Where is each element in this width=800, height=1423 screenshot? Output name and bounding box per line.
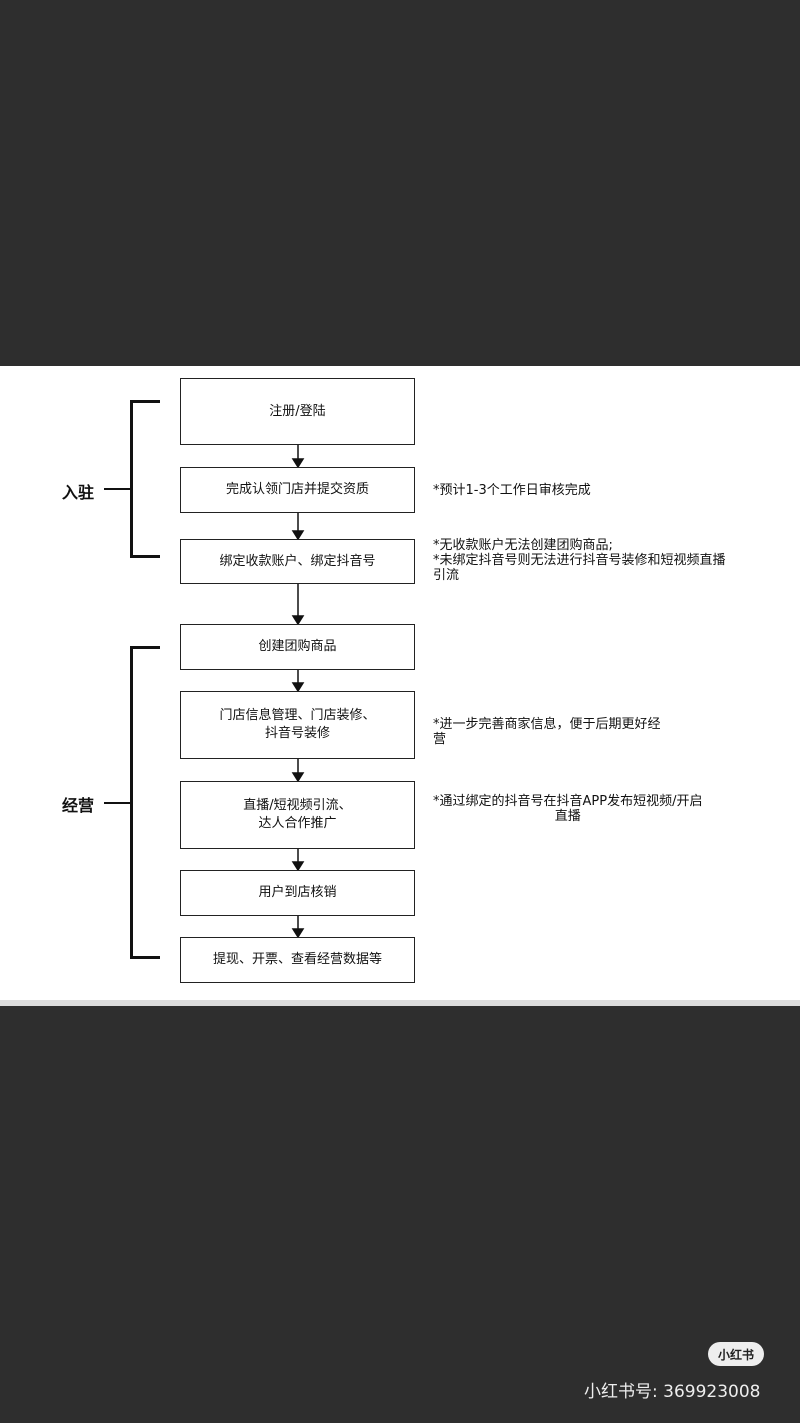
note-publish-video: *通过绑定的抖音号在抖音APP发布短视频/开启 直播 — [433, 794, 703, 824]
note-binding: *无收款账户无法创建团购商品; *未绑定抖音号则无法进行抖音号装修和短视频直播 … — [433, 538, 726, 583]
bracket-onboarding-top — [130, 400, 160, 403]
step-redeem-in-store: 用户到店核销 — [180, 870, 415, 916]
step-bind-accounts: 绑定收款账户、绑定抖音号 — [180, 539, 415, 584]
group-label-onboarding: 入驻 — [62, 483, 95, 502]
xiaohongshu-logo: 小红书 — [708, 1342, 764, 1366]
note-review-time: *预计1-3个工作日审核完成 — [433, 483, 591, 498]
step-register-login: 注册/登陆 — [180, 378, 415, 445]
step-withdraw-invoice: 提现、开票、查看经营数据等 — [180, 937, 415, 983]
arrow-head — [291, 682, 305, 693]
bracket-operation-tick — [104, 802, 131, 804]
arrow-head — [291, 772, 305, 783]
arrow-head — [291, 615, 305, 626]
group-label-operation: 经营 — [62, 796, 95, 815]
bracket-onboarding-tick — [104, 488, 131, 490]
bracket-operation-bottom — [130, 956, 160, 959]
bracket-operation — [130, 646, 133, 959]
sheet-edge — [0, 1000, 800, 1006]
arrow-head — [291, 861, 305, 872]
bracket-onboarding-bottom — [130, 555, 160, 558]
bracket-onboarding — [130, 400, 133, 558]
arrow-head — [291, 928, 305, 939]
note-improve-info: *进一步完善商家信息，便于后期更好经 营 — [433, 717, 661, 747]
account-id: 小红书号: 369923008 — [584, 1382, 761, 1402]
arrows — [291, 444, 305, 939]
bracket-operation-top — [130, 646, 160, 649]
step-claim-store: 完成认领门店并提交资质 — [180, 467, 415, 513]
arrow-head — [291, 458, 305, 469]
step-traffic-promotion: 直播/短视频引流、 达人合作推广 — [180, 781, 415, 849]
arrow-head — [291, 530, 305, 541]
step-store-management: 门店信息管理、门店装修、 抖音号装修 — [180, 691, 415, 759]
step-create-product: 创建团购商品 — [180, 624, 415, 670]
